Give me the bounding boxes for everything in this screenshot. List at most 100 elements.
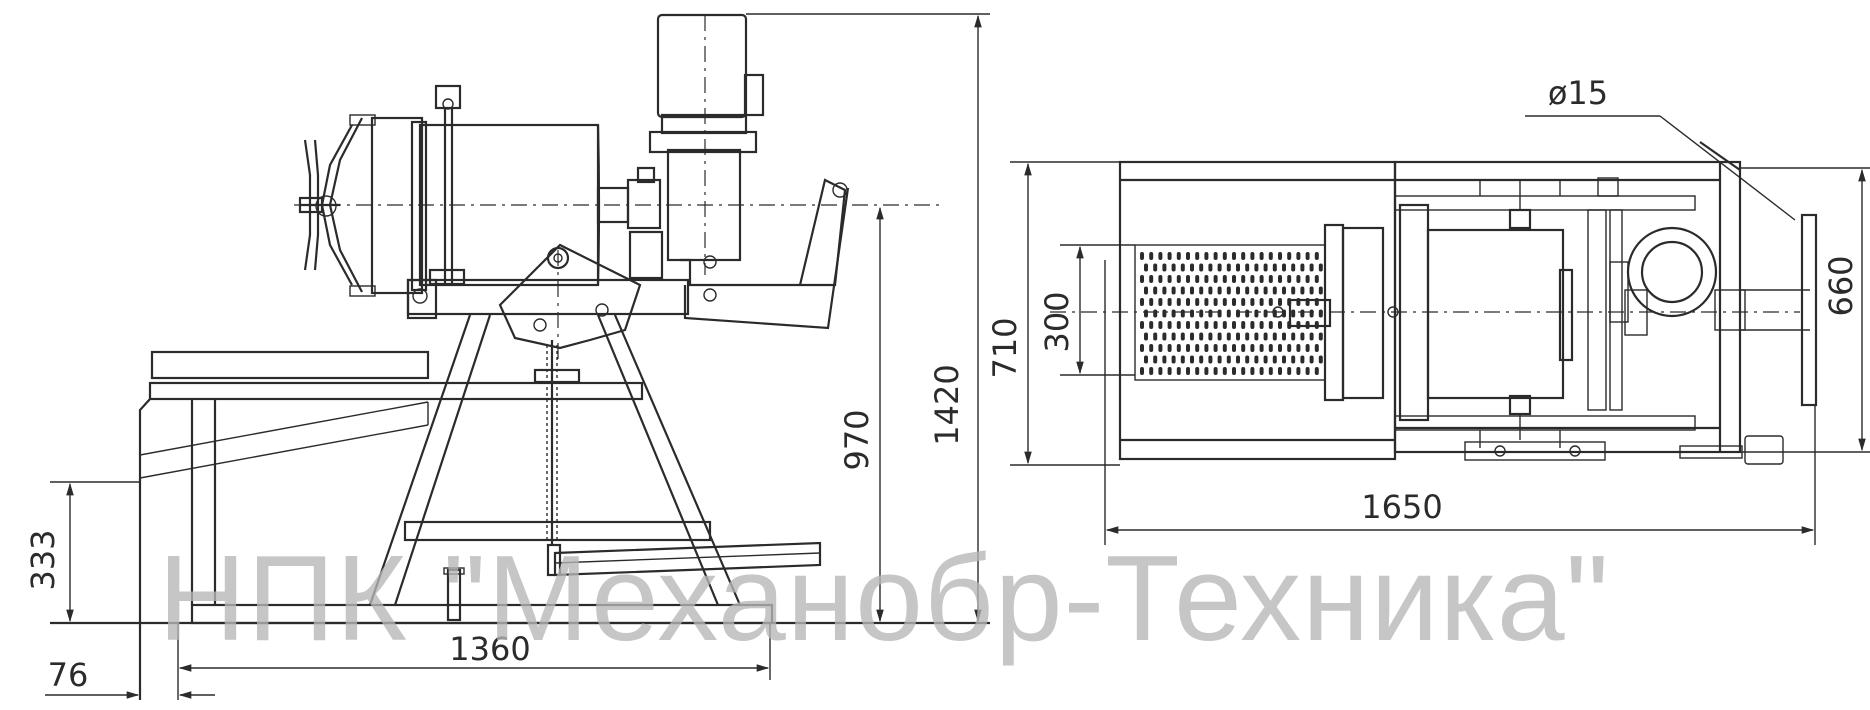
perforation-hole — [1309, 309, 1314, 318]
company-watermark: НПК "Механобр-Техника" — [158, 530, 1610, 666]
perforation-hole — [1245, 286, 1250, 295]
perforation-hole — [1259, 344, 1264, 352]
perforation-hole — [1180, 263, 1185, 272]
perforation-hole — [1208, 332, 1213, 341]
perforation-hole — [1309, 332, 1314, 341]
dim-axis-height: 970 — [838, 409, 876, 470]
perforation-hole — [1250, 344, 1255, 352]
perforation-hole — [1199, 286, 1204, 295]
perforation-hole — [1226, 332, 1231, 341]
perforation-hole — [1186, 321, 1190, 329]
perforation-hole — [1176, 367, 1181, 375]
perforation-hole — [1195, 298, 1200, 306]
perforation-hole — [1259, 367, 1264, 375]
motor — [656, 13, 748, 119]
perforation-hole — [1278, 367, 1282, 375]
perforation-hole — [1232, 367, 1236, 375]
perforation-hole — [1314, 275, 1319, 283]
perforation-hole — [1287, 367, 1292, 375]
perforation-hole — [1204, 252, 1209, 260]
perforation-hole — [1226, 263, 1231, 272]
perforation-hole — [1268, 367, 1273, 375]
perforation-hole — [1176, 344, 1181, 352]
perforation-hole — [1300, 263, 1305, 272]
perforation-hole — [1318, 332, 1323, 341]
perforation-hole — [1176, 298, 1181, 306]
perforation-hole — [1180, 355, 1185, 364]
perforation-hole — [1250, 321, 1255, 329]
perforation-hole — [1305, 275, 1310, 283]
perforation-hole — [1158, 252, 1163, 260]
perforation-hole — [1232, 275, 1236, 283]
perforation-hole — [1195, 252, 1200, 260]
perforation-hole — [1167, 252, 1172, 260]
perforation-hole — [1217, 332, 1222, 341]
perforation-hole — [1217, 355, 1222, 364]
perforation-hole — [1171, 286, 1176, 295]
perforation-hole — [1318, 355, 1323, 364]
perforation-hole — [1278, 298, 1282, 306]
perforation-hole — [1263, 286, 1268, 295]
perforation-hole — [1254, 286, 1259, 295]
dim-base-length: 1360 — [449, 630, 530, 668]
perforation-hole — [1291, 355, 1296, 364]
plan-view: 710 300 660 1650 ø15 — [986, 74, 1870, 545]
perforation-hole — [1144, 263, 1148, 272]
perforation-hole — [1153, 355, 1158, 364]
perforation-hole — [1176, 275, 1181, 283]
perforation-hole — [1268, 321, 1273, 329]
perforation-hole — [1204, 321, 1209, 329]
perforation-hole — [1186, 367, 1190, 375]
perforation-hole — [1245, 332, 1250, 341]
drum-body — [418, 123, 600, 287]
perforation-hole — [1287, 344, 1292, 352]
perforation-hole — [1222, 367, 1227, 375]
perforation-hole — [1158, 298, 1163, 306]
perforation-pattern — [1140, 252, 1323, 375]
perforation-hole — [1186, 275, 1190, 283]
perforation-hole — [1245, 309, 1250, 318]
perforation-hole — [1254, 309, 1259, 318]
perforation-hole — [1232, 252, 1236, 260]
perforation-hole — [1171, 263, 1176, 272]
perforation-hole — [1204, 298, 1209, 306]
perforation-hole — [1217, 286, 1222, 295]
perforation-hole — [1171, 309, 1176, 318]
perforation-hole — [1254, 355, 1259, 364]
perforation-hole — [1250, 367, 1255, 375]
perforation-hole — [1263, 332, 1268, 341]
perforation-hole — [1318, 263, 1323, 272]
perforation-hole — [1236, 286, 1240, 295]
perforation-hole — [1226, 286, 1231, 295]
perforation-hole — [1213, 344, 1218, 352]
perforation-hole — [1282, 286, 1286, 295]
feed-table-top — [150, 350, 430, 380]
perforation-hole — [1162, 263, 1167, 272]
perforation-hole — [1300, 355, 1305, 364]
perforation-hole — [1236, 355, 1240, 364]
perforation-hole — [1291, 263, 1296, 272]
perforation-hole — [1213, 321, 1218, 329]
perforation-hole — [1195, 344, 1200, 352]
perforation-hole — [1305, 367, 1310, 375]
perforation-hole — [1217, 263, 1222, 272]
perforation-hole — [1318, 286, 1323, 295]
perforation-hole — [1268, 275, 1273, 283]
perforation-hole — [1140, 298, 1144, 306]
perforation-hole — [1140, 252, 1144, 260]
dim-overall-length: 1650 — [1361, 488, 1442, 526]
perforation-hole — [1236, 263, 1240, 272]
perforation-hole — [1149, 252, 1154, 260]
perforation-hole — [1190, 355, 1194, 364]
perforation-hole — [1204, 344, 1209, 352]
perforation-hole — [1204, 367, 1209, 375]
perforation-hole — [1144, 286, 1148, 295]
perforation-hole — [1213, 367, 1218, 375]
perforation-hole — [1272, 263, 1277, 272]
perforation-hole — [1300, 332, 1305, 341]
perforation-hole — [1259, 275, 1264, 283]
perforation-hole — [1305, 252, 1310, 260]
perforation-hole — [1144, 309, 1148, 318]
perforation-hole — [1278, 252, 1282, 260]
perforation-hole — [1241, 321, 1246, 329]
